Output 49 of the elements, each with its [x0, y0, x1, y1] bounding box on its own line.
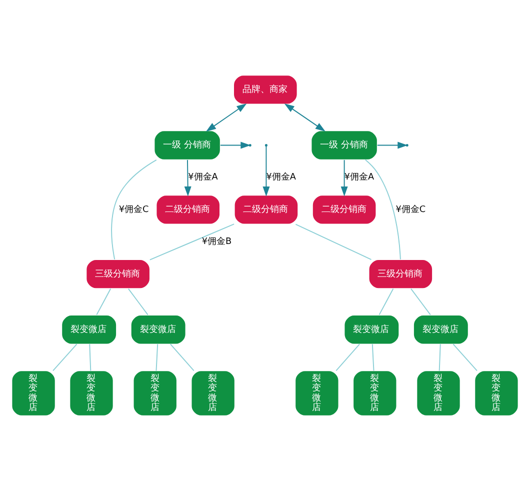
connector	[89, 343, 92, 371]
edge-label: ¥佣金A	[266, 172, 296, 182]
node-box: 裂变微店	[61, 314, 117, 344]
connector	[52, 343, 78, 371]
arrow	[220, 141, 251, 148]
connector	[336, 343, 360, 371]
connector	[128, 288, 148, 315]
node-box: 二级分销商	[156, 194, 220, 224]
edge-label: ¥佣金B	[202, 236, 232, 247]
connector	[149, 223, 235, 260]
connector	[111, 158, 157, 260]
connector	[364, 158, 401, 260]
connector	[372, 343, 374, 371]
node-box: 裂变微店	[130, 314, 186, 344]
node-box: 裂变微店	[294, 370, 340, 416]
arrow	[184, 159, 192, 196]
node-box: 三级分销商	[86, 258, 150, 288]
connector	[170, 343, 194, 371]
node-box: 裂变微店	[344, 314, 400, 344]
node-box: 二级分销商	[234, 194, 298, 224]
connector	[156, 343, 158, 371]
arrow	[376, 141, 408, 148]
node-box: 裂变微店	[69, 370, 114, 416]
node-box: 裂变微店	[416, 370, 461, 416]
node-box: 裂变微店	[413, 314, 469, 344]
node-box: 裂变微店	[474, 370, 519, 416]
connector	[96, 288, 112, 315]
node-box: 二级分销商	[312, 194, 376, 224]
node-box: 裂变微店	[352, 370, 398, 416]
node-box: 一级 分销商	[310, 130, 378, 160]
connector	[452, 343, 478, 371]
connector	[438, 343, 441, 371]
arrow	[262, 145, 270, 196]
connector	[378, 288, 394, 315]
node-box: 裂变微店	[132, 370, 178, 416]
edge-label: ¥佣金A	[188, 172, 218, 182]
connector	[410, 288, 431, 315]
node-box: 裂变微店	[190, 370, 236, 416]
arrow	[340, 159, 348, 196]
node-box: 品牌、商家	[233, 74, 298, 104]
arrow	[284, 102, 326, 132]
edge-label: ¥佣金C	[396, 204, 426, 214]
node-box: 三级分销商	[368, 258, 433, 288]
node-box: 一级 分销商	[154, 130, 221, 160]
edge-label: ¥佣金A	[344, 172, 374, 182]
node-box: 裂变微店	[11, 370, 56, 416]
edge-label: ¥佣金C	[118, 204, 149, 214]
connector	[295, 223, 372, 260]
arrow	[206, 102, 247, 132]
